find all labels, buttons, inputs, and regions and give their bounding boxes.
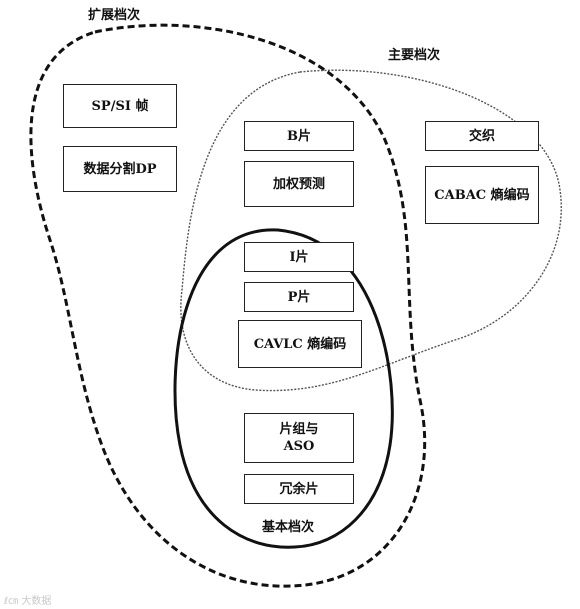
watermark-logo-icon: ℓ㎝ — [4, 596, 19, 607]
redundant-slice-box: 冗余片 — [244, 474, 354, 504]
main-profile-region — [180, 69, 562, 392]
p-slice-box: P片 — [244, 282, 354, 312]
slice-group-aso-box: 片组与 ASO — [244, 413, 354, 463]
i-slice-box: I片 — [244, 242, 354, 272]
weighted-prediction-box: 加权预测 — [244, 161, 354, 207]
extended-profile-region — [29, 23, 427, 588]
interlace-box: 交织 — [425, 121, 539, 151]
watermark-text: 大数据 — [21, 596, 52, 607]
watermark: ℓ㎝ 大数据 — [4, 592, 51, 607]
main-profile-label: 主要档次 — [388, 48, 441, 63]
cavlc-entropy-coding-box: CAVLC 熵编码 — [238, 320, 362, 368]
baseline-profile-region — [173, 228, 394, 549]
baseline-profile-label: 基本档次 — [262, 520, 315, 535]
sp-si-frame-box: SP/SI 帧 — [63, 84, 177, 128]
extended-profile-label: 扩展档次 — [88, 8, 141, 23]
cabac-entropy-coding-box: CABAC 熵编码 — [425, 166, 539, 224]
data-partition-box: 数据分割DP — [63, 146, 177, 192]
b-slice-box: B片 — [244, 121, 354, 151]
